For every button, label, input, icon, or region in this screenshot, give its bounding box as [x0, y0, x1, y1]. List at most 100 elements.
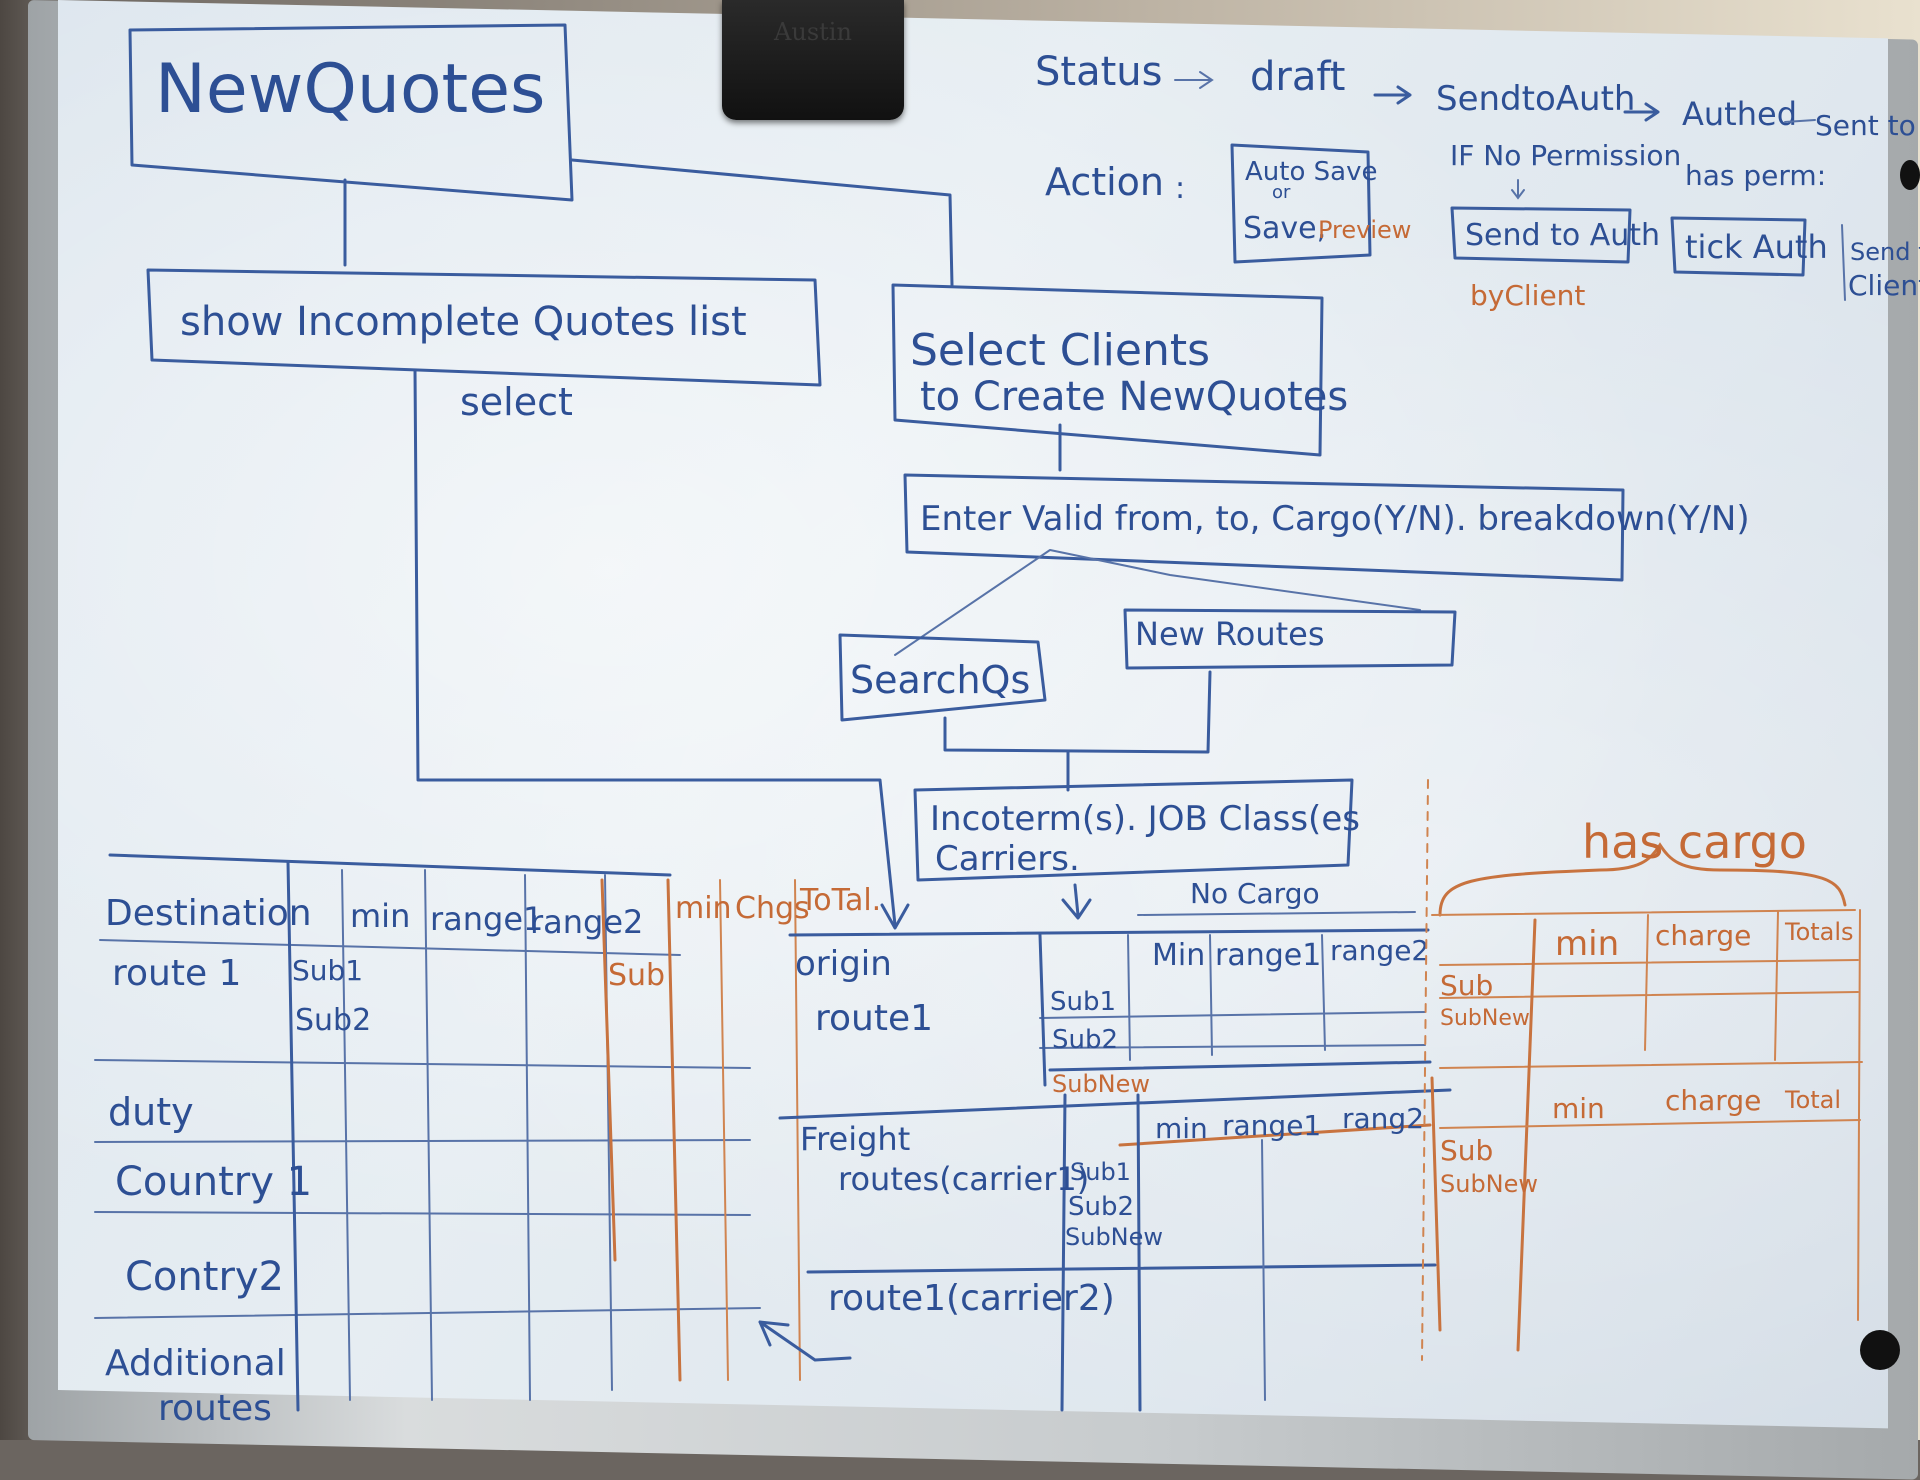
draft-action-line2: Save, [1243, 211, 1326, 246]
arrow-head-select [880, 903, 910, 930]
status-arrow-2 [1373, 85, 1412, 105]
header-range1-freight: range1 [1222, 1109, 1321, 1142]
show-incomplete-text: show Incomplete Quotes list [180, 299, 747, 345]
row-routes: routes [158, 1388, 272, 1429]
subnew-freight: SubNew [1065, 1223, 1163, 1251]
header-range2-freight: rang2 [1342, 1102, 1424, 1135]
header-charge-cargo2: charge [1665, 1084, 1761, 1117]
subnew-origin: SubNew [1052, 1070, 1150, 1098]
status-label: Status [1035, 49, 1162, 95]
title-text: NewQuotes [155, 50, 545, 129]
new-routes-box [1123, 608, 1457, 670]
no-cargo-caption: No Cargo [1190, 877, 1320, 910]
row-contry2: Contry2 [125, 1254, 284, 1300]
row-route1-origin: route1 [815, 998, 933, 1039]
header-min-left: min [350, 897, 410, 935]
header-total-orange: ToTal. [799, 883, 881, 918]
header-min-freight: min [1155, 1112, 1208, 1145]
connector-title-to-clients [570, 158, 954, 287]
header-min-nocargo: Min [1152, 938, 1205, 973]
enter-valid-box [903, 473, 1625, 582]
send-to-auth-text: Send to Auth [1465, 218, 1660, 253]
title-box [128, 23, 574, 202]
send-to-client-line2: Client [1848, 269, 1920, 302]
status-arrow-3 [1623, 102, 1660, 122]
status-step-sent: Sent to Client [1815, 109, 1920, 142]
send-to-auth-box [1450, 206, 1632, 264]
has-cargo-table [1421, 779, 1863, 1361]
whiteboard-diagram: NewQuotes show Incomplete Quotes list se… [94, 23, 1920, 1429]
row-route1-left: route 1 [112, 953, 241, 994]
select-clients-box [891, 283, 1324, 457]
header-charge-cargo: charge [1655, 919, 1751, 952]
header-range2-left: range2 [530, 903, 643, 941]
sub2-freight: Sub2 [1068, 1192, 1134, 1222]
status-arrow-1 [1174, 71, 1214, 89]
clip-label: Austin [774, 18, 852, 46]
header-total-cargo2: Total [1784, 1086, 1841, 1114]
no-permission-arrow [1511, 179, 1525, 200]
header-min-cargo2: min [1552, 1092, 1605, 1125]
incoterms-line2: Carriers. [935, 839, 1080, 879]
incoterms-box [913, 778, 1354, 882]
sub1-freight: Sub1 [1070, 1158, 1131, 1186]
sub2-origin: Sub2 [1052, 1025, 1118, 1055]
row-route1-carrier2: route1(carrier2) [828, 1278, 1115, 1319]
draft-action-or: or [1272, 182, 1291, 203]
destination-table [94, 853, 801, 1412]
status-arrow-4 [1784, 119, 1816, 123]
header-min-cargo: min [1555, 924, 1619, 964]
action-label: Action [1045, 160, 1164, 204]
draft-action-box [1230, 143, 1372, 264]
connector-select-down [413, 368, 897, 927]
row-origin: origin [795, 944, 892, 984]
draft-action-preview: Preview [1318, 216, 1411, 244]
status-step-authed: Authed [1682, 95, 1797, 133]
search-qs-box [838, 633, 1047, 722]
by-client-text: byClient [1470, 279, 1585, 312]
draft-action-line1: Auto Save [1245, 157, 1377, 187]
has-cargo-caption: has cargo [1582, 815, 1807, 869]
incoterms-line1: Incoterm(s). JOB Class(es [930, 799, 1360, 839]
row-additional: Additional [105, 1343, 286, 1384]
tick-auth-box [1670, 216, 1807, 277]
select-label: select [460, 380, 573, 424]
header-totals-cargo: Totals [1784, 918, 1854, 946]
select-clients-line2: to Create NewQuotes [920, 374, 1348, 420]
row-routes-carrier1: routes(carrier1) [838, 1160, 1089, 1198]
header-destination: Destination [105, 893, 312, 934]
has-perm-text: has perm: [1685, 159, 1826, 192]
no-cargo-table [778, 911, 1452, 1412]
sub2-left: Sub2 [295, 1003, 371, 1038]
show-incomplete-box [146, 268, 822, 387]
subnew-cargo: SubNew [1440, 1006, 1530, 1031]
enter-valid-text: Enter Valid from, to, Cargo(Y/N). breakd… [920, 499, 1750, 539]
new-routes-text: New Routes [1135, 615, 1325, 653]
magnet-bottom-right [1860, 1330, 1900, 1370]
connector-search-merge [943, 670, 1212, 754]
arrow-carrier2-to-left [758, 1320, 852, 1362]
header-range1-nocargo: range1 [1215, 938, 1321, 973]
sub-orange-left: Sub [608, 958, 665, 993]
search-qs-text: SearchQs [850, 658, 1030, 702]
sub1-left: Sub1 [292, 954, 363, 987]
header-chgs-orange: Chgs [735, 891, 810, 926]
action-colon: : [1175, 171, 1185, 206]
row-country1: Country 1 [115, 1159, 312, 1205]
row-freight: Freight [800, 1120, 910, 1158]
row-duty: duty [108, 1090, 194, 1134]
send-to-client-line1: Send to [1850, 238, 1920, 266]
arrow-to-no-cargo [1061, 883, 1092, 920]
status-step-sendtoauth: SendtoAuth [1436, 79, 1635, 119]
header-range1-left: range1 [430, 900, 543, 938]
sub1-origin: Sub1 [1050, 987, 1116, 1017]
header-range2-nocargo: range2 [1330, 934, 1429, 967]
magnet-top-right [1900, 160, 1920, 190]
select-clients-line1: Select Clients [910, 325, 1210, 376]
subnew-cargo2: SubNew [1440, 1170, 1538, 1198]
tick-auth-text: tick Auth [1685, 228, 1828, 266]
header-min-orange: min [675, 891, 732, 926]
no-permission-text: IF No Permission [1450, 139, 1681, 172]
sub-cargo: Sub [1440, 969, 1493, 1002]
board-clip: Austin [722, 0, 904, 120]
